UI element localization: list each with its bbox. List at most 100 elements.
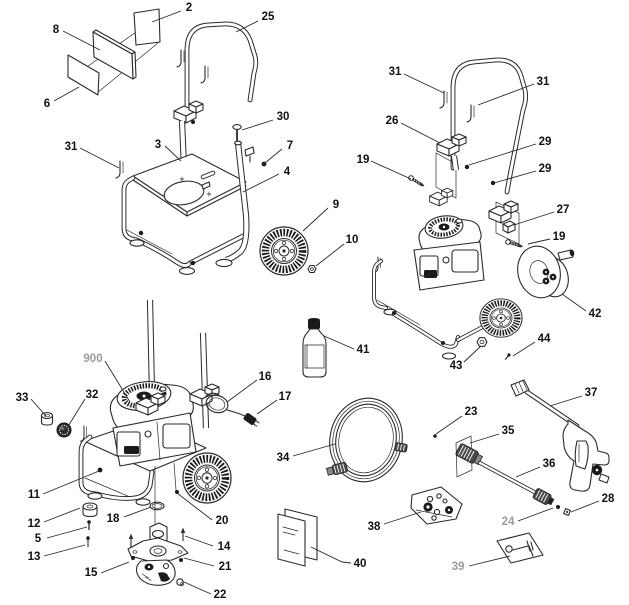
lance-nozzle-end	[532, 488, 555, 506]
callout-label-31: 31	[389, 66, 402, 78]
callout-label-31: 31	[537, 76, 550, 88]
isolator-12	[82, 502, 98, 518]
leader-line-19	[370, 160, 412, 180]
callout-label-900: 900	[83, 353, 102, 365]
pump-assembly	[127, 522, 189, 587]
leader-line-34	[292, 443, 336, 457]
bolt-20	[175, 490, 179, 494]
callout-label-42: 42	[589, 308, 602, 320]
callout-label-5: 5	[35, 533, 42, 545]
leader-line-32	[66, 398, 86, 429]
wheel	[183, 453, 231, 503]
pump-body-15	[135, 559, 176, 586]
manual-40	[277, 508, 318, 567]
leader-line-24	[517, 507, 554, 522]
hose-fitting	[394, 442, 408, 453]
leader-line-14	[184, 535, 214, 547]
callout-label-39: 39	[452, 561, 465, 573]
frame-foot	[135, 498, 151, 506]
leader-line-36	[515, 466, 541, 478]
engine-mount-hole	[163, 180, 205, 206]
leader-line-29	[493, 170, 537, 184]
frame-foot	[215, 258, 233, 268]
leader-line-2	[151, 10, 182, 23]
nut-28	[563, 508, 571, 516]
callout-label-44: 44	[538, 333, 551, 345]
handle-pin-31	[466, 104, 475, 123]
callout-label-3: 3	[155, 139, 161, 151]
power-cord	[205, 392, 260, 427]
callout-label-28: 28	[602, 493, 615, 505]
leader-line-12	[43, 507, 81, 523]
callout-label-18: 18	[107, 513, 120, 525]
spray-gun-37	[510, 379, 610, 492]
leader-line-9	[302, 207, 329, 232]
leader-line-4	[242, 173, 280, 193]
leader-line-30	[241, 119, 274, 131]
leader-line-7	[264, 148, 283, 164]
wheel-9	[260, 227, 308, 275]
callout-label-6: 6	[44, 98, 50, 110]
seal-24	[556, 505, 560, 509]
callout-label-14: 14	[218, 541, 231, 553]
callout-label-2: 2	[186, 2, 192, 14]
leader-line-900	[104, 360, 131, 403]
callout-label-25: 25	[262, 11, 275, 23]
leader-line-20	[176, 492, 213, 521]
cap-22	[176, 578, 184, 586]
frame-foot	[87, 492, 103, 500]
leader-line-23	[435, 415, 463, 435]
handle-clamp	[173, 100, 204, 124]
high-pressure-hose-34	[325, 397, 408, 483]
leader-line-31	[477, 83, 535, 106]
cart-frame-assembly	[115, 21, 317, 275]
wheel	[480, 299, 522, 337]
screw-13	[86, 536, 90, 547]
callout-label-29: 29	[539, 163, 552, 175]
bolt-arrow-14	[180, 526, 186, 542]
callout-label-22: 22	[214, 589, 227, 601]
bolt-5	[87, 520, 91, 530]
engine	[413, 215, 485, 291]
panel-8	[92, 31, 134, 80]
leader-line-28	[570, 500, 600, 513]
axle-nut-10	[307, 264, 317, 274]
bolt-21	[179, 558, 183, 562]
leader-line-13	[43, 544, 86, 557]
leader-line-5	[46, 526, 88, 539]
callout-label-21: 21	[219, 561, 232, 573]
leader-line-27	[513, 211, 555, 226]
engine-900	[109, 381, 197, 467]
leader-line-44	[512, 341, 536, 357]
bracket-plate	[435, 152, 457, 199]
leader-line-6	[53, 86, 80, 102]
engine-unit	[40, 299, 260, 587]
leader-line-15	[100, 561, 130, 574]
callout-label-24: 24	[502, 516, 515, 528]
cap-33	[40, 411, 54, 426]
callout-label-19: 19	[553, 231, 566, 243]
hose-fitting	[325, 461, 348, 476]
callout-label-26: 26	[386, 115, 399, 127]
panel-2	[133, 8, 161, 46]
bolt-arrow	[128, 532, 134, 548]
leader-line-10	[315, 243, 345, 267]
callout-label-33: 33	[16, 392, 29, 404]
leader-line-31	[403, 73, 445, 94]
callout-label-23: 23	[465, 406, 478, 418]
screw-19	[503, 237, 526, 251]
callout-label-16: 16	[259, 371, 272, 383]
oil-bottle-41	[302, 318, 327, 378]
hose-reel	[517, 245, 575, 299]
bolt-29	[464, 164, 470, 170]
callout-label-13: 13	[28, 551, 41, 563]
reel-bracket-clamp	[488, 200, 519, 224]
panel-group	[67, 8, 161, 96]
leader-line-22	[183, 581, 212, 595]
callout-label-9: 9	[333, 199, 339, 211]
handle-tube	[450, 57, 529, 195]
nozzle-kit-38	[410, 486, 463, 525]
cord-plug-17	[243, 413, 260, 427]
callout-label-31: 31	[65, 141, 78, 153]
leader-line-25	[235, 20, 259, 33]
